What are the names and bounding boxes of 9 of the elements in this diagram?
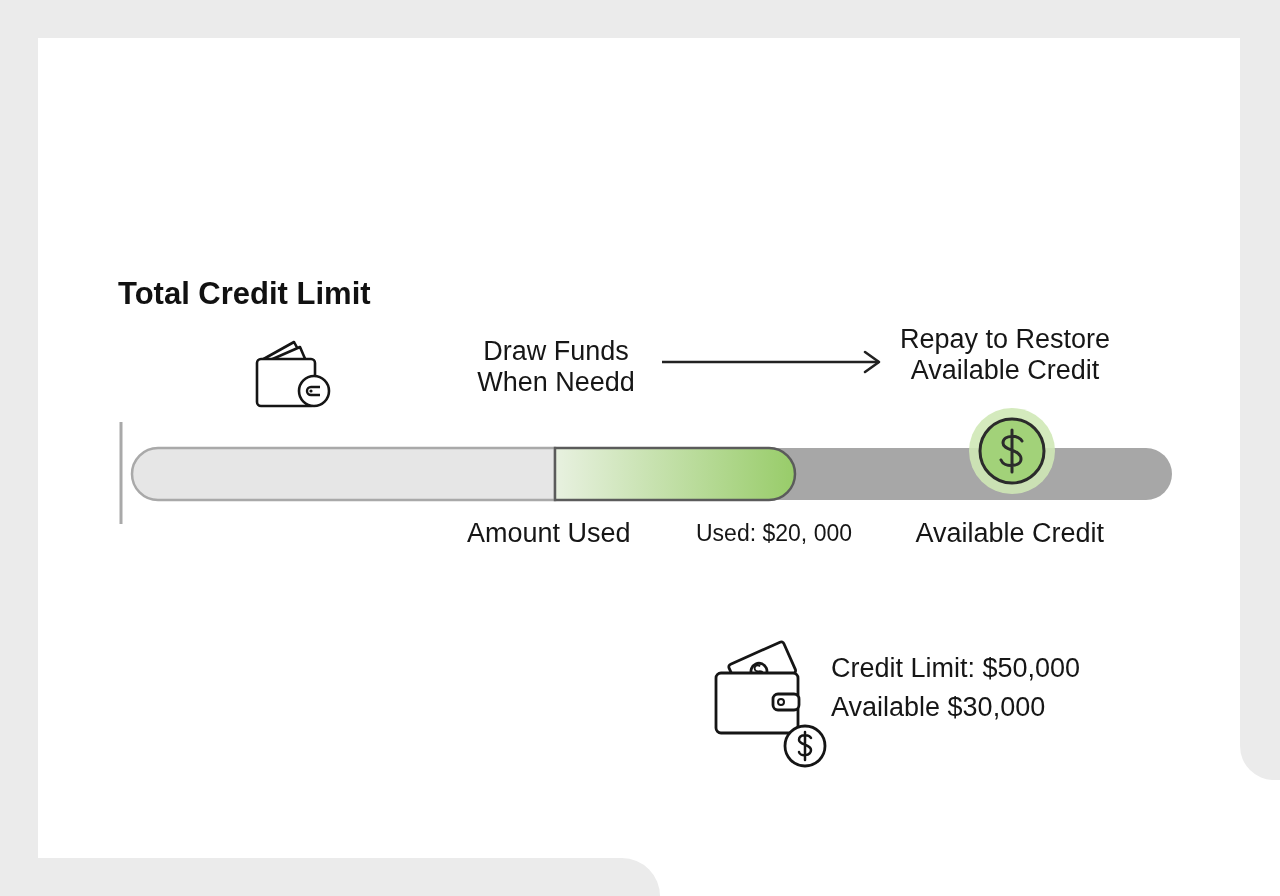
step-text: Draw Funds When Needd (456, 336, 656, 398)
amount-label: Used: $20, 000 (696, 520, 852, 547)
bar-label: Available Credit (915, 517, 1105, 549)
summary-text: Credit Limit: $50,000 (831, 652, 1081, 684)
arrow (662, 350, 881, 374)
diagram-title: Total Credit Limit (118, 276, 371, 312)
bar-label: Amount Used (467, 517, 631, 549)
step-text: Repay to Restore Available Credit (885, 324, 1125, 386)
summary-text: Available $30,000 (831, 691, 1046, 723)
